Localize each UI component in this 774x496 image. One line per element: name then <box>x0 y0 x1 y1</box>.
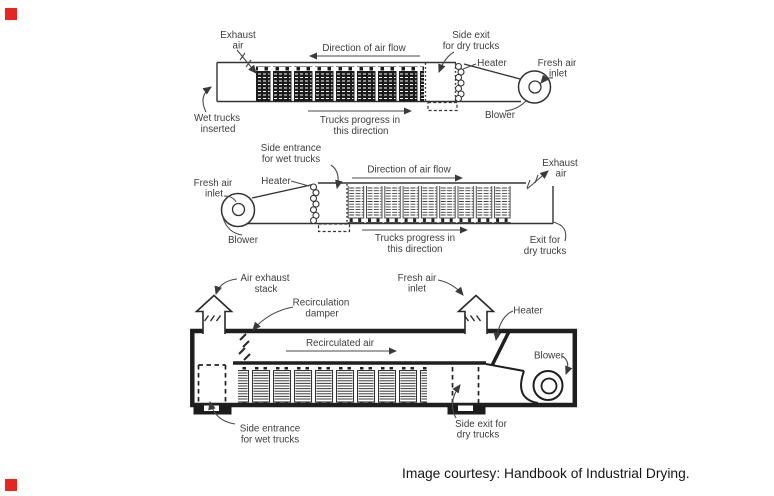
blower-icon <box>485 363 564 404</box>
image-caption: Image courtesy: Handbook of Industrial D… <box>402 466 690 481</box>
counterflow-dryer-diagram: Exhaust air Direction of air flow Side e… <box>194 30 577 137</box>
label-side-exit: Side exit <box>452 30 490 41</box>
air-exhaust-pointer <box>214 278 238 296</box>
label-exhaust-air: Exhaust <box>542 158 578 169</box>
entrance-ramp <box>193 405 232 415</box>
label-trucks-progress-2: this direction <box>334 126 389 137</box>
label-exhaust-air: Exhaust <box>220 30 256 41</box>
label-exhaust-air-2: air <box>233 41 245 52</box>
exhaust-air-arrow <box>236 49 257 74</box>
wet-trucks-pointer <box>202 86 212 113</box>
label-damper-2: damper <box>305 309 339 320</box>
heater-coil-icon <box>309 183 320 225</box>
label-air-flow-direction: Direction of air flow <box>367 165 451 176</box>
label-trucks-progress: Trucks progress in <box>375 233 455 244</box>
heater-pointer <box>462 63 477 70</box>
blower-pointer <box>504 100 527 112</box>
label-wet-trucks-2: inserted <box>201 124 236 135</box>
label-blower: Blower <box>485 110 516 121</box>
side-entrance-dashed-box <box>197 364 227 403</box>
label-fresh-air: Fresh air <box>538 58 577 69</box>
label-heater: Heater <box>261 176 291 187</box>
exit-pointer <box>552 221 567 242</box>
label-side-exit: Side exit for <box>455 419 507 430</box>
label-side-entrance-2: for wet trucks <box>262 154 320 165</box>
heater-pointer <box>493 310 514 342</box>
label-fresh-air: Fresh air <box>398 273 437 284</box>
heater-coil-icon <box>454 62 465 103</box>
label-side-entrance-2: for wet trucks <box>241 435 299 446</box>
label-side-exit-2: dry trucks <box>457 430 500 441</box>
exit-ramp <box>447 405 486 415</box>
recirculating-dryer-diagram: Air exhaust stack Recirculation damper F… <box>190 273 578 446</box>
fresh-air-pointer <box>437 279 464 296</box>
exhaust-stack-icon <box>194 294 234 334</box>
label-recirculated-air: Recirculated air <box>306 338 375 349</box>
label-fresh-air-2: inlet <box>408 284 426 295</box>
red-corner-marker-top <box>5 8 17 20</box>
heater-baffle <box>490 330 511 367</box>
red-corner-marker-bottom <box>5 479 17 491</box>
side-exit-pointer <box>451 384 461 419</box>
fresh-air-stack-icon <box>456 294 496 334</box>
side-exit-pointer <box>438 51 455 74</box>
label-heater: Heater <box>477 58 507 69</box>
concurrent-dryer-diagram: Side entrance for wet trucks Direction o… <box>194 143 578 257</box>
blower-icon <box>517 70 552 104</box>
side-exit-dashed-box <box>451 367 480 403</box>
label-air-flow-direction: Direction of air flow <box>322 43 406 54</box>
label-exit-2: dry trucks <box>524 246 567 257</box>
enclosure <box>190 328 578 408</box>
tunnel-outline <box>243 182 554 233</box>
side-entrance-pointer <box>330 164 343 190</box>
label-heater: Heater <box>513 306 543 317</box>
label-side-entrance: Side entrance <box>240 424 301 435</box>
label-trucks-progress-2: this direction <box>388 244 443 255</box>
damper-pointer <box>252 306 294 331</box>
truck-row <box>256 66 424 102</box>
truck-row <box>238 367 427 404</box>
label-blower: Blower <box>534 351 565 362</box>
label-side-entrance: Side entrance <box>261 143 322 154</box>
heater-pointer <box>290 180 310 187</box>
blower-icon <box>220 192 256 228</box>
label-fresh-air-2: inlet <box>549 69 567 80</box>
fresh-air-pointer <box>540 74 554 84</box>
blower-pointer <box>561 355 573 376</box>
fresh-air-pointer <box>223 195 237 203</box>
label-side-exit-2: for dry trucks <box>443 41 500 52</box>
exhaust-air-arrow <box>526 170 549 190</box>
label-air-exhaust-2: stack <box>255 284 278 295</box>
label-fresh-air: Fresh air <box>194 178 233 189</box>
label-trucks-progress: Trucks progress in <box>320 115 400 126</box>
label-wet-trucks: Wet trucks <box>194 113 240 124</box>
label-air-exhaust: Air exhaust <box>240 273 289 284</box>
label-exhaust-air-2: air <box>556 169 568 180</box>
label-damper: Recirculation <box>293 298 350 309</box>
label-fresh-air-2: inlet <box>205 189 223 200</box>
truck-row <box>347 186 512 223</box>
label-blower: Blower <box>228 235 259 246</box>
side-entrance-pointer <box>208 400 236 425</box>
blower-pointer <box>222 217 243 236</box>
label-exit: Exit for <box>530 235 561 246</box>
damper-icon <box>238 333 251 361</box>
